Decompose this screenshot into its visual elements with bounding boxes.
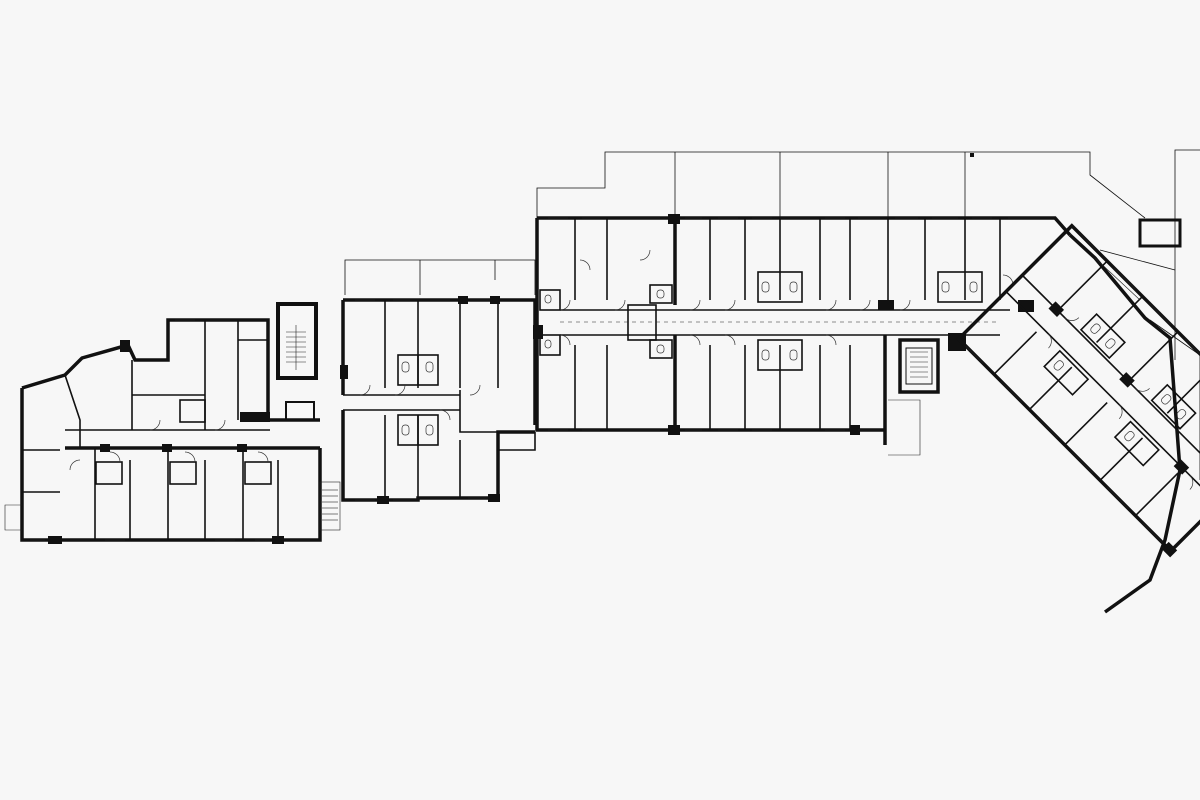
east-exterior [1068,233,1182,614]
balcony-box [970,153,1182,248]
middle-wing [340,296,537,504]
west-wing [4,318,322,544]
stair-central [888,338,940,456]
east-wing [956,223,1200,558]
central-wing [533,214,1072,445]
terrace-outlines [344,149,1200,480]
stair-west [276,302,341,531]
